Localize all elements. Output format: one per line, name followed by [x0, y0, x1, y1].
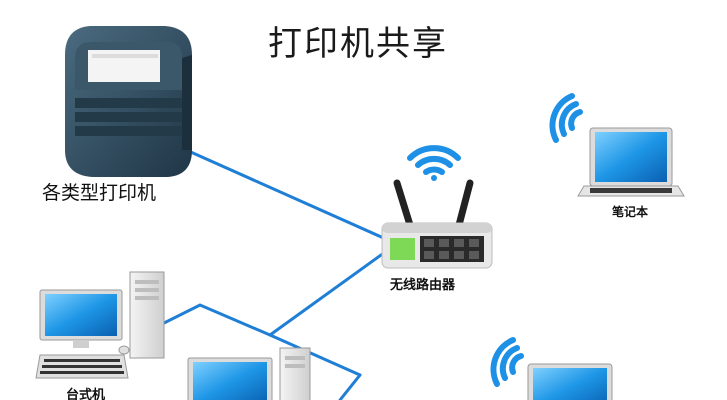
- printer-icon: [65, 26, 192, 177]
- link-network-desktop2: [268, 333, 362, 377]
- desktop-icon: [35, 271, 165, 379]
- wifi-icon: [549, 93, 583, 143]
- wifi-icon: [490, 337, 524, 387]
- wifi-icon: [407, 145, 461, 181]
- desktop-label: 台式机: [66, 388, 106, 400]
- laptop-icon: [577, 127, 685, 197]
- laptop-icon: [527, 363, 613, 400]
- link-desktop2-edge: [338, 373, 362, 400]
- link-router-network: [268, 248, 390, 337]
- router-label: 无线路由器: [390, 278, 456, 293]
- desktop-icon: [187, 347, 311, 400]
- printer-label: 各类型打印机: [42, 182, 157, 204]
- router-icon: [381, 179, 493, 269]
- page-title: 打印机共享: [268, 24, 448, 64]
- network-links: [148, 143, 390, 400]
- laptop-label: 笔记本: [612, 205, 649, 219]
- link-printer-router: [173, 143, 390, 242]
- link-network-loop: [148, 303, 272, 337]
